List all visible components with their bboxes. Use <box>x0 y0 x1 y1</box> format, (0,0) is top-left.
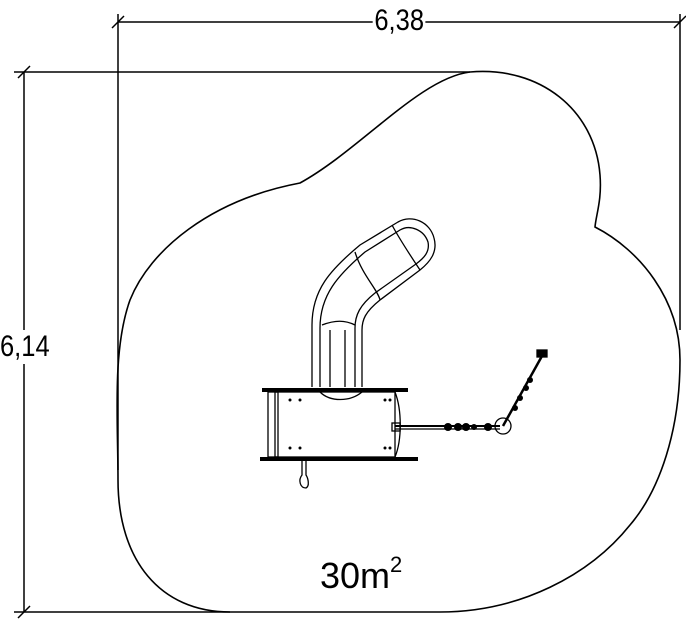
dimension-lines <box>14 14 686 619</box>
playground-equipment <box>260 218 548 489</box>
area-exponent: 2 <box>390 552 403 577</box>
width-dimension-label: 6,38 <box>372 4 426 37</box>
depth-dimension-label: 6,14 <box>0 330 50 364</box>
area-value: 30m <box>320 555 391 596</box>
safety-zone-outline <box>116 70 681 613</box>
area-label: 30m2 <box>320 554 402 596</box>
tube-slide <box>311 218 436 387</box>
